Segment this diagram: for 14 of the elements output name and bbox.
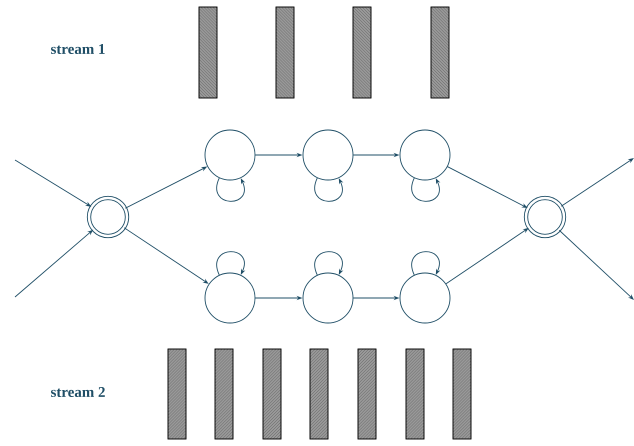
state-circle xyxy=(400,130,450,180)
self-loop-arrow xyxy=(314,251,344,276)
state-circle xyxy=(400,272,450,324)
self-loop-arrow xyxy=(216,251,246,276)
state-circle xyxy=(302,130,354,180)
final-state-circle xyxy=(86,196,130,238)
stream-label: stream 1 xyxy=(51,44,105,54)
self-loop-arrow xyxy=(411,251,440,276)
stream-label: stream 2 xyxy=(51,386,105,397)
state-circle xyxy=(302,272,354,324)
arrow xyxy=(558,230,634,300)
state-circle xyxy=(204,130,256,180)
state-circle xyxy=(204,272,256,324)
final-state-circle xyxy=(524,196,566,238)
